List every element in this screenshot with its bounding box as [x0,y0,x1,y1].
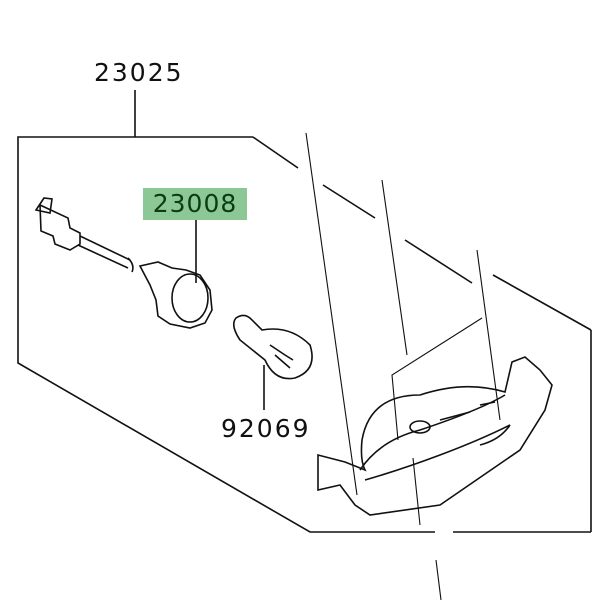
connector-icon [34,197,134,273]
part-number-23025[interactable]: 23025 [94,58,184,87]
part-number-92069[interactable]: 92069 [221,414,311,443]
assembly-outline [17,90,592,533]
bulb-socket-icon [138,220,213,329]
bulb-icon [232,314,313,410]
turn-signal-lens-icon [317,356,553,516]
projection-lines [305,132,501,600]
part-number-23008-highlighted[interactable]: 23008 [143,188,247,220]
